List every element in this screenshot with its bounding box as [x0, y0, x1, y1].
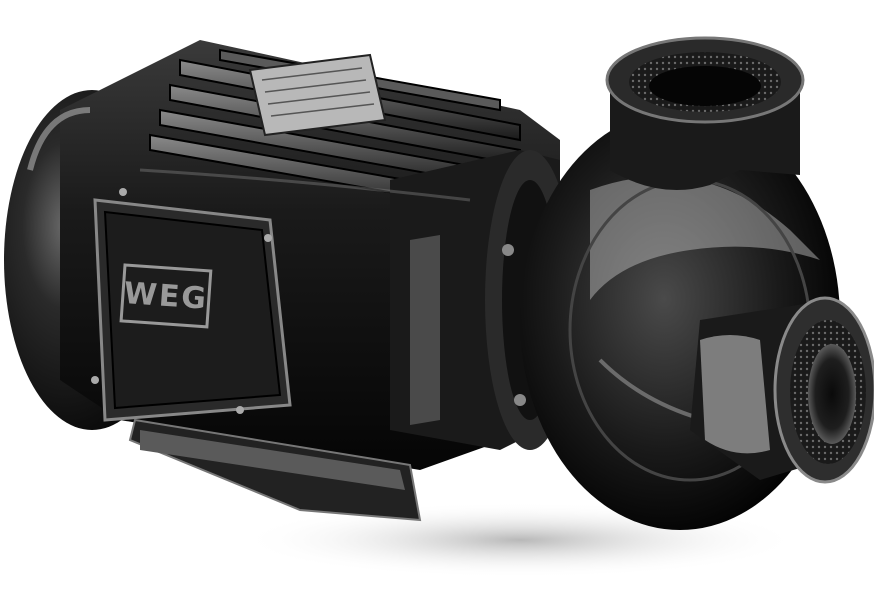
nameplate: [248, 53, 387, 137]
terminal-box: WEG: [91, 188, 292, 422]
discharge-port: [605, 36, 805, 190]
brand-logo: WEG: [119, 263, 213, 329]
suction-port: [690, 296, 874, 484]
mounting-foot: [128, 418, 422, 522]
body-highlight: [139, 168, 471, 202]
dome-highlight: [27, 107, 91, 171]
brand-logo-text: WEG: [123, 276, 209, 317]
